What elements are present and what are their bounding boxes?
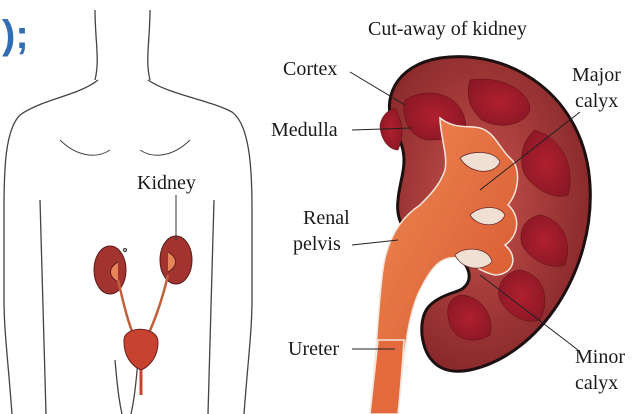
label-medulla: Medulla bbox=[271, 119, 338, 141]
label-cortex: Cortex bbox=[283, 58, 337, 80]
left-kidney bbox=[94, 246, 126, 294]
label-renal: Renal bbox=[303, 207, 350, 229]
diagram-title: Cut-away of kidney bbox=[368, 18, 527, 40]
label-pelvis: pelvis bbox=[293, 233, 341, 255]
body-urinary-system bbox=[94, 195, 192, 395]
label-kidney: Kidney bbox=[137, 172, 196, 194]
bladder bbox=[124, 329, 158, 370]
kidney-cutaway bbox=[370, 57, 590, 414]
label-minor-calyx: calyx bbox=[575, 372, 618, 394]
label-ureter: Ureter bbox=[288, 338, 339, 360]
label-major: Major bbox=[572, 64, 621, 86]
right-kidney bbox=[160, 236, 192, 284]
label-minor: Minor bbox=[575, 346, 625, 368]
code-fragment: ); bbox=[2, 13, 29, 57]
label-major-calyx: calyx bbox=[575, 90, 618, 112]
